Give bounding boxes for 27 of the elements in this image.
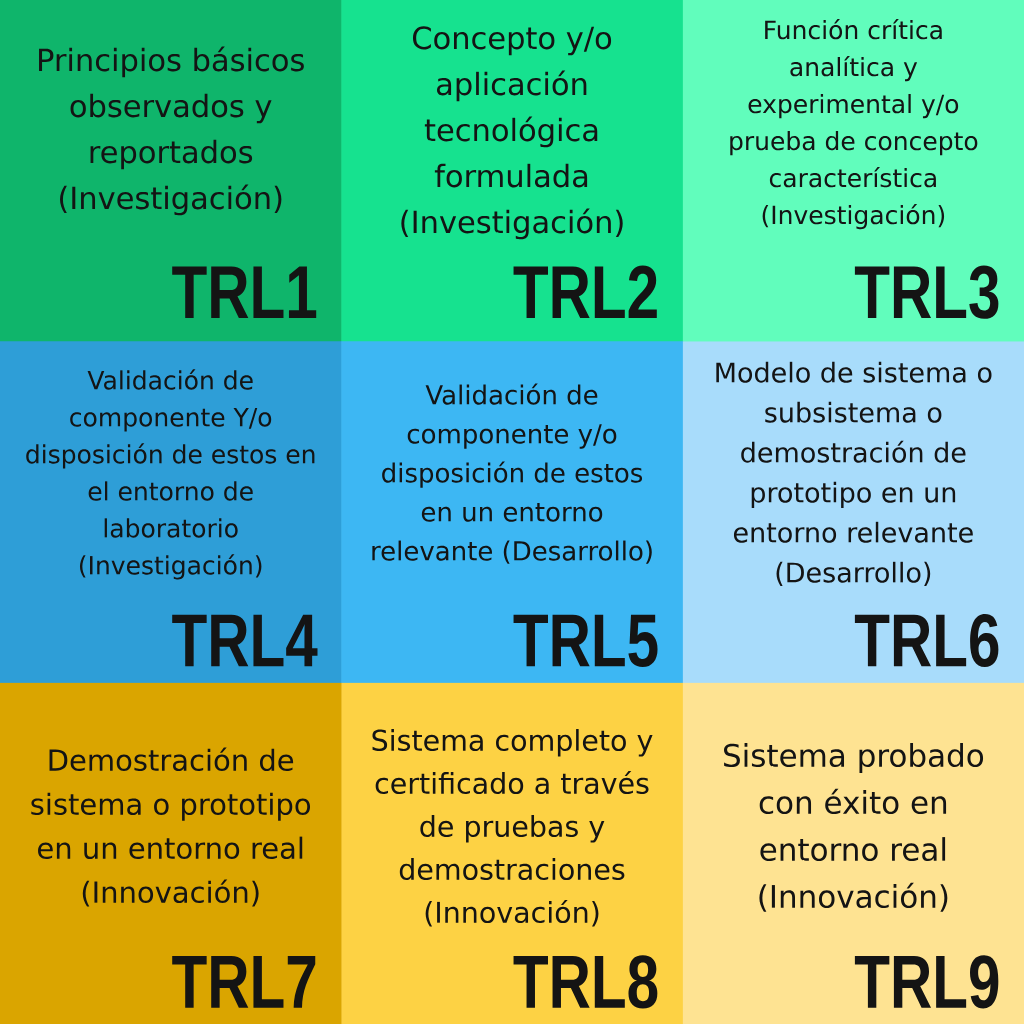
description-text: Sistema completo y certificado a través de pruebas y demostraciones (Innovación) xyxy=(372,729,653,927)
level-tile xyxy=(682,341,1024,684)
description-text: Concepto y/o aplicación tecnológica formulada (Investigación) xyxy=(401,26,623,240)
level-tile xyxy=(0,0,342,342)
level-label: TRL6 xyxy=(854,613,999,668)
level-label: TRL7 xyxy=(172,956,316,1008)
description-text: Validación de componente Y/o disposición de estos en el entorno de laboratorio (Investigación) xyxy=(26,369,315,580)
level-label: TRL9 xyxy=(854,955,999,1009)
description-text: Sistema probado con éxito en entorno real (Innovación) xyxy=(724,743,984,912)
level-tile xyxy=(0,341,342,684)
level-label: TRL4 xyxy=(172,614,318,667)
level-tile xyxy=(341,682,684,1024)
level-tile xyxy=(682,0,1024,342)
level-label: TRL3 xyxy=(854,265,999,319)
level-label: TRL5 xyxy=(513,614,658,668)
level-tile xyxy=(0,682,342,1024)
level-tile xyxy=(341,341,684,684)
level-label: TRL8 xyxy=(513,955,658,1009)
description-text: Función crítica analítica y experimental y/o prueba de concepto característica (Investigación) xyxy=(730,19,978,230)
level-tile xyxy=(341,0,684,342)
description-text: Validación de componente y/o disposición de estos en un entorno relevante (Desarrollo) xyxy=(372,383,652,564)
description-text: Principios básicos observados y reportados (Investigación) xyxy=(39,46,304,216)
description-text: Demostración de sistema o prototipo en un entorno real (Innovación) xyxy=(31,747,310,907)
level-tile xyxy=(682,682,1024,1024)
level-label: TRL1 xyxy=(172,266,317,318)
level-label: TRL2 xyxy=(513,265,657,318)
description-text: Modelo de sistema o subsistema o demostración de prototipo en un entorno relevante (Desarrollo) xyxy=(716,361,992,586)
